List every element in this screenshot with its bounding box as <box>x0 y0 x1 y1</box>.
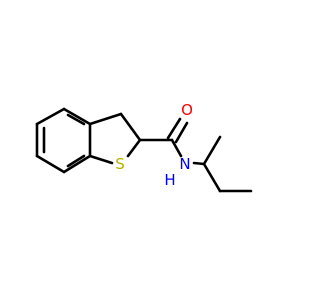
bond-benzene-inner-3 <box>66 113 86 126</box>
bond-ring-s-c7a <box>88 154 114 165</box>
amide-hydrogen-label: H <box>164 171 175 189</box>
bond-layer <box>35 107 253 193</box>
bond-benzene-6 <box>35 107 66 126</box>
sulfur-atom-label: S <box>115 155 125 173</box>
bond-ring-c3-c2 <box>119 112 142 142</box>
bond-carbonyl-nitrogen <box>170 138 183 158</box>
bond-benzene-2 <box>35 154 66 174</box>
molecule-structure-diagram: O S N H <box>35 101 253 193</box>
nitrogen-atom-label: N <box>179 155 190 173</box>
bond-benzene-3 <box>62 154 92 174</box>
bond-ch-ch2 <box>202 162 222 193</box>
oxygen-atom-label: O <box>181 101 193 119</box>
bond-benzene-inner-2 <box>66 154 86 168</box>
atom-label-layer: O S N H <box>115 101 193 189</box>
bond-carbonyl-double-1 <box>166 117 182 140</box>
bond-ring-c2-s <box>126 138 142 158</box>
bond-benzene-5 <box>62 107 92 126</box>
bond-carbonyl-double-2 <box>174 121 189 144</box>
bond-ring-c3a-c3 <box>88 112 123 126</box>
bond-ch-methyl <box>202 135 222 166</box>
bond-nitrogen-ch <box>192 161 206 166</box>
